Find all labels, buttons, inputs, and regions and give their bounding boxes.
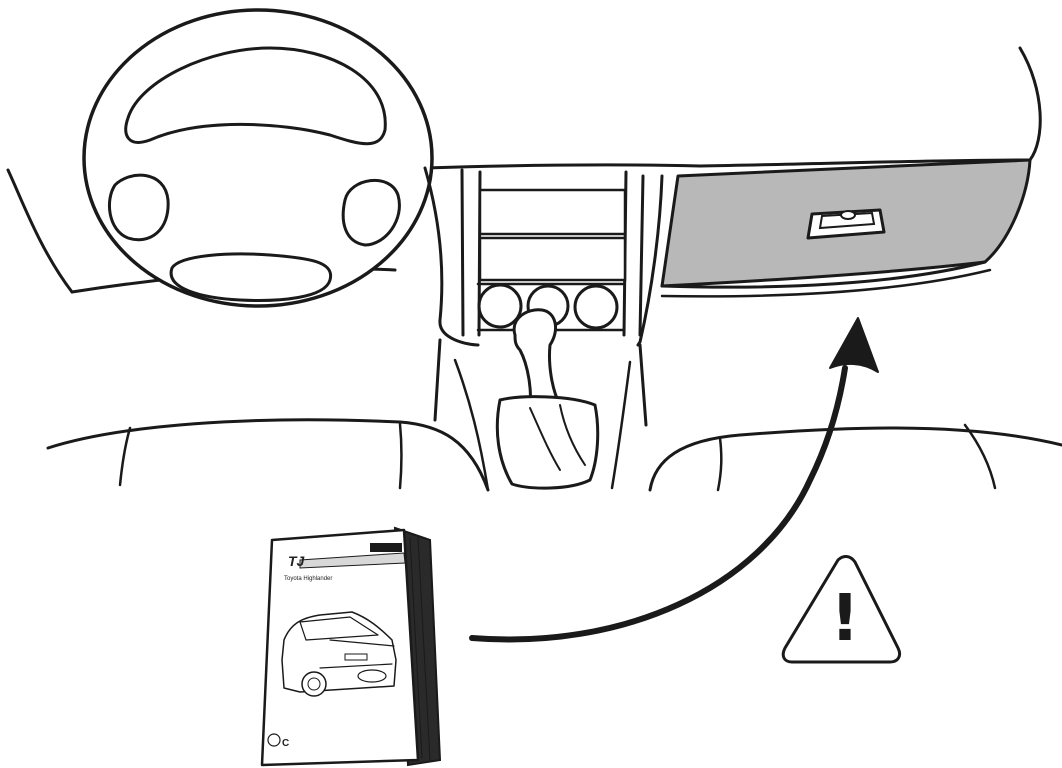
- climate-knob-right: [575, 286, 617, 328]
- right-pillar-line: [1020, 48, 1040, 160]
- manual-title: Toyota Highlander: [284, 576, 332, 582]
- warning-symbol: !: [830, 582, 859, 656]
- glove-box: [662, 160, 1030, 296]
- manual-header-logo-block: [370, 543, 402, 552]
- left-seat-seams: [120, 424, 402, 488]
- radio-slot-lower: [480, 238, 625, 280]
- gear-boot: [497, 397, 597, 488]
- warning-triangle-icon: !: [783, 556, 899, 662]
- left-seat-top: [48, 420, 488, 490]
- left-pillar-line: [8, 170, 72, 292]
- steering-wheel: [84, 10, 432, 306]
- console-left-edge: [425, 168, 478, 345]
- manual-footer-mark: C: [282, 738, 289, 749]
- manual-brand-mark: TJ: [288, 553, 306, 569]
- gear-knob: [514, 310, 560, 408]
- radio-slot-upper: [480, 190, 625, 234]
- right-seat-top: [650, 428, 1062, 490]
- owners-manual: TJ Toyota Highlander C: [262, 528, 440, 765]
- glove-box-handle: [808, 210, 884, 238]
- gear-shifter: [497, 310, 597, 488]
- arrow-head: [830, 318, 878, 372]
